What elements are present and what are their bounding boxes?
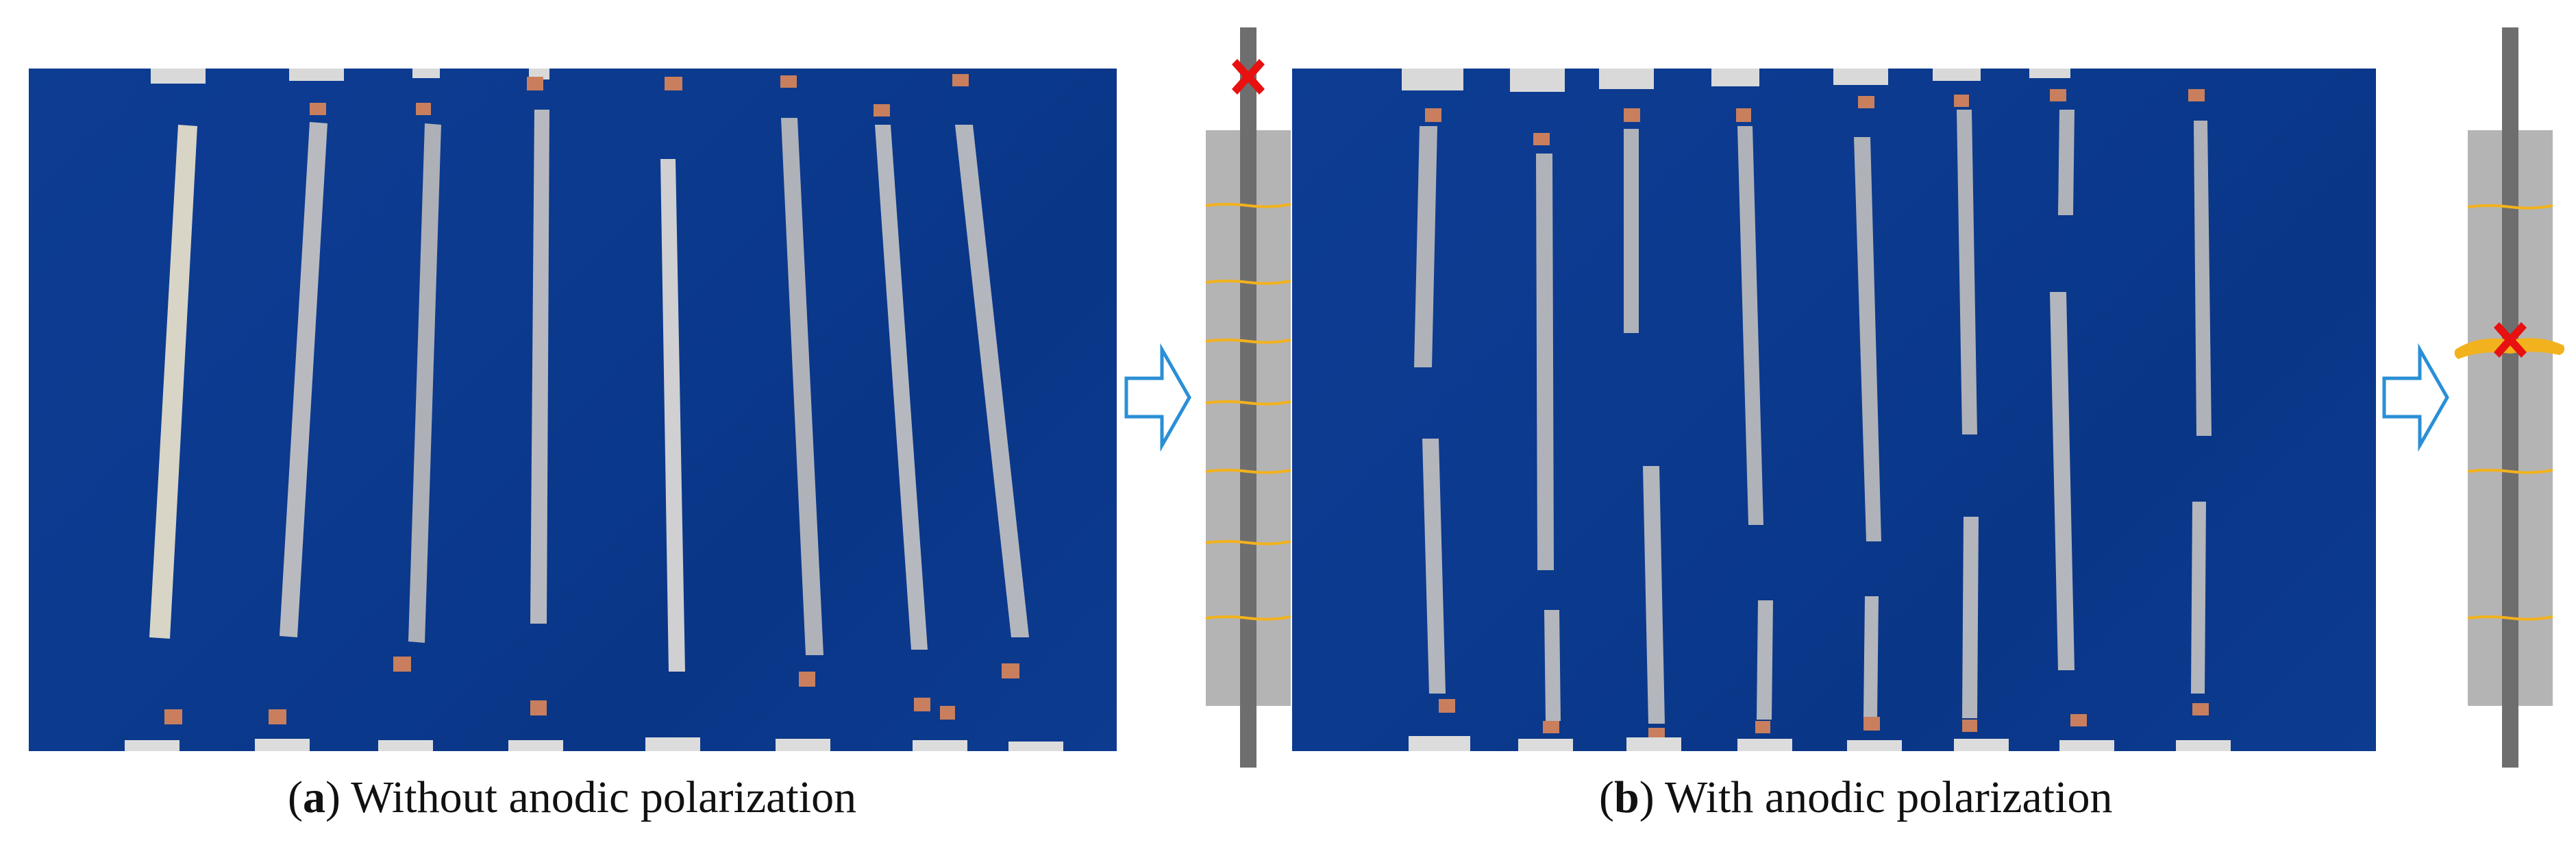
crack-lines bbox=[2467, 204, 2553, 621]
rebar bbox=[1240, 27, 1256, 768]
caption-b: (b) With anodic polarization bbox=[1599, 772, 2113, 822]
right-arrow-icon bbox=[2382, 343, 2449, 452]
photo-with-polarization bbox=[1292, 69, 2376, 751]
wide-crack bbox=[2454, 338, 2565, 359]
caption-b-text: With anodic polarization bbox=[1665, 772, 2113, 822]
caption-a-text: Without anodic polarization bbox=[351, 772, 857, 822]
specimens-intact bbox=[125, 69, 1063, 751]
schematic-fractured-specimen bbox=[2454, 27, 2565, 768]
specimens-fractured bbox=[1402, 69, 2231, 751]
cross-marker-icon bbox=[2494, 322, 2527, 358]
caption-a-label: a bbox=[302, 772, 325, 822]
right-arrow-icon bbox=[1124, 343, 1191, 452]
rebar bbox=[2502, 27, 2518, 768]
photo-without-polarization bbox=[29, 69, 1117, 751]
cross-marker-icon bbox=[1232, 59, 1265, 95]
caption-a: (a) Without anodic polarization bbox=[288, 772, 857, 822]
schematic-intact-specimen bbox=[1205, 27, 1291, 768]
caption-b-label: b bbox=[1613, 772, 1639, 822]
crack-lines bbox=[1205, 203, 1291, 621]
